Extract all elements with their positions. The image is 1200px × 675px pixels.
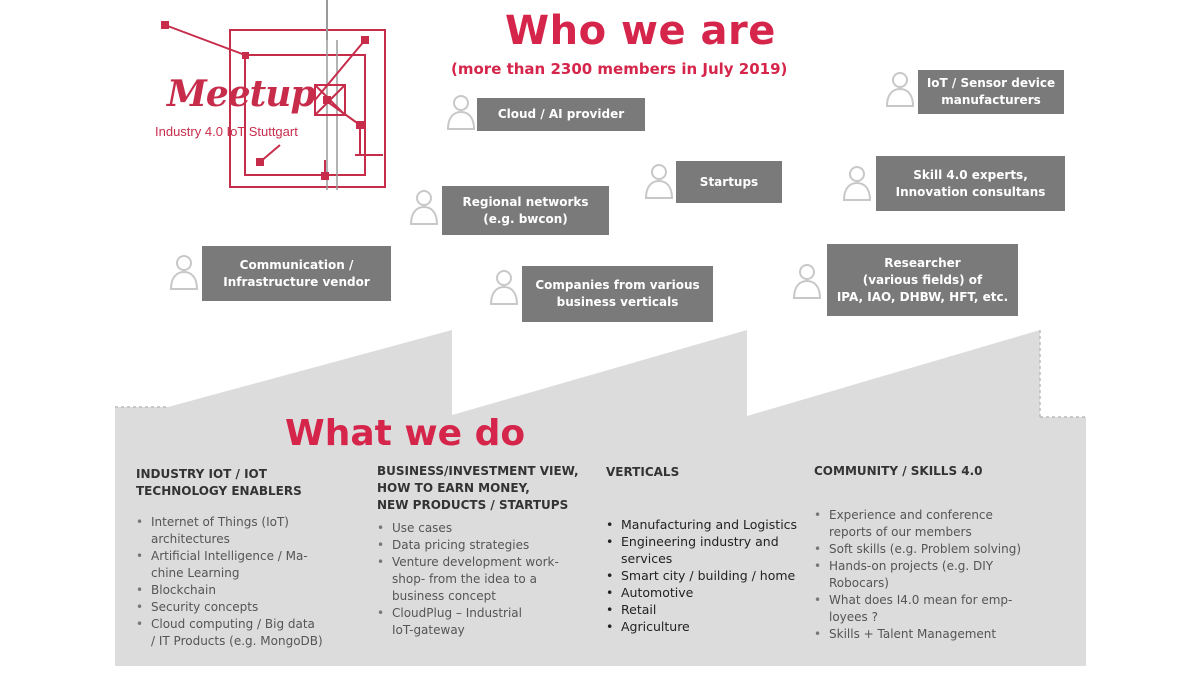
list-item: Retail xyxy=(606,601,806,618)
member-label: Skill 4.0 experts, xyxy=(913,167,1028,182)
list-item: What does I4.0 mean for emp-loyees ? xyxy=(814,592,1054,626)
column-iot-enablers: INDUSTRY IOT / IOT TECHNOLOGY ENABLERS I… xyxy=(136,466,361,650)
member-label: Innovation consultans xyxy=(895,184,1046,199)
list-item: Smart city / building / home xyxy=(606,567,806,584)
logo-wordmark: Meetup xyxy=(167,73,316,115)
page-subtitle: (more than 2300 members in July 2019) xyxy=(451,60,788,78)
member-label: IoT / Sensor device xyxy=(926,76,1056,90)
member-label: IPA, IAO, DHBW, HFT, etc. xyxy=(836,289,1009,304)
person-icon xyxy=(446,95,476,130)
column-heading: COMMUNITY / SKILLS 4.0 xyxy=(814,464,983,478)
list-item: Data pricing strategies xyxy=(377,537,592,554)
member-label: Communication / xyxy=(239,257,354,272)
member-companies-verticals: Companies from various business vertical… xyxy=(522,266,713,322)
column-heading: BUSINESS/INVESTMENT VIEW, HOW TO EARN MO… xyxy=(377,464,579,512)
list-item: Agriculture xyxy=(606,618,806,635)
logo-subtitle: Industry 4.0 IoT Stuttgart xyxy=(155,124,298,139)
member-researcher: Researcher (various fields) of IPA, IAO,… xyxy=(827,244,1018,316)
person-icon xyxy=(885,72,915,107)
member-skill-experts: Skill 4.0 experts, Innovation consultans xyxy=(876,156,1065,211)
list-item: Blockchain xyxy=(136,582,361,599)
member-iot-sensor-manufacturers: IoT / Sensor device manufacturers xyxy=(918,70,1064,114)
column-community: COMMUNITY / SKILLS 4.0 Experience and co… xyxy=(814,463,1054,643)
member-label: Regional networks xyxy=(462,194,589,209)
member-label: manufacturers xyxy=(941,93,1041,107)
list-item: Use cases xyxy=(377,520,592,537)
column-business-view: BUSINESS/INVESTMENT VIEW, HOW TO EARN MO… xyxy=(377,463,592,639)
person-icon xyxy=(644,164,674,199)
member-label: (various fields) of xyxy=(862,272,983,287)
member-label: business verticals xyxy=(556,295,679,309)
member-regional-networks: Regional networks (e.g. bwcon) xyxy=(442,186,609,235)
list-item: Cloud computing / Big data/ IT Products … xyxy=(136,616,361,650)
what-we-do-title: What we do xyxy=(285,413,526,454)
member-startups: Startups xyxy=(676,161,782,203)
list-item: Venture development work-shop- from the … xyxy=(377,554,592,605)
member-label: Companies from various xyxy=(535,278,700,292)
person-icon xyxy=(409,190,439,225)
member-label: Cloud / AI provider xyxy=(497,107,625,121)
list-item: Internet of Things (IoT)architectures xyxy=(136,514,361,548)
member-label: Startups xyxy=(699,174,759,189)
member-cloud-ai-provider: Cloud / AI provider xyxy=(477,98,645,131)
member-label: Infrastructure vendor xyxy=(223,274,370,289)
member-communication-vendor: Communication / Infrastructure vendor xyxy=(202,246,391,301)
list-item: Artificial Intelligence / Ma-chine Learn… xyxy=(136,548,361,582)
person-icon xyxy=(169,255,199,290)
person-icon xyxy=(842,166,872,201)
list-item: Security concepts xyxy=(136,599,361,616)
column-heading: INDUSTRY IOT / IOT TECHNOLOGY ENABLERS xyxy=(136,467,302,498)
list-item: Manufacturing and Logistics xyxy=(606,516,806,533)
list-item: Skills + Talent Management xyxy=(814,626,1054,643)
column-heading: VERTICALS xyxy=(606,465,680,479)
page-title: Who we are xyxy=(505,8,776,54)
list-item: Soft skills (e.g. Problem solving) xyxy=(814,541,1054,558)
member-label: Researcher xyxy=(884,255,961,270)
person-icon xyxy=(489,270,519,305)
person-icon xyxy=(792,264,822,299)
meetup-logo-graphic xyxy=(161,0,386,190)
column-verticals: VERTICALS Manufacturing and Logistics En… xyxy=(606,464,806,635)
list-item: Automotive xyxy=(606,584,806,601)
member-label: (e.g. bwcon) xyxy=(483,211,568,226)
